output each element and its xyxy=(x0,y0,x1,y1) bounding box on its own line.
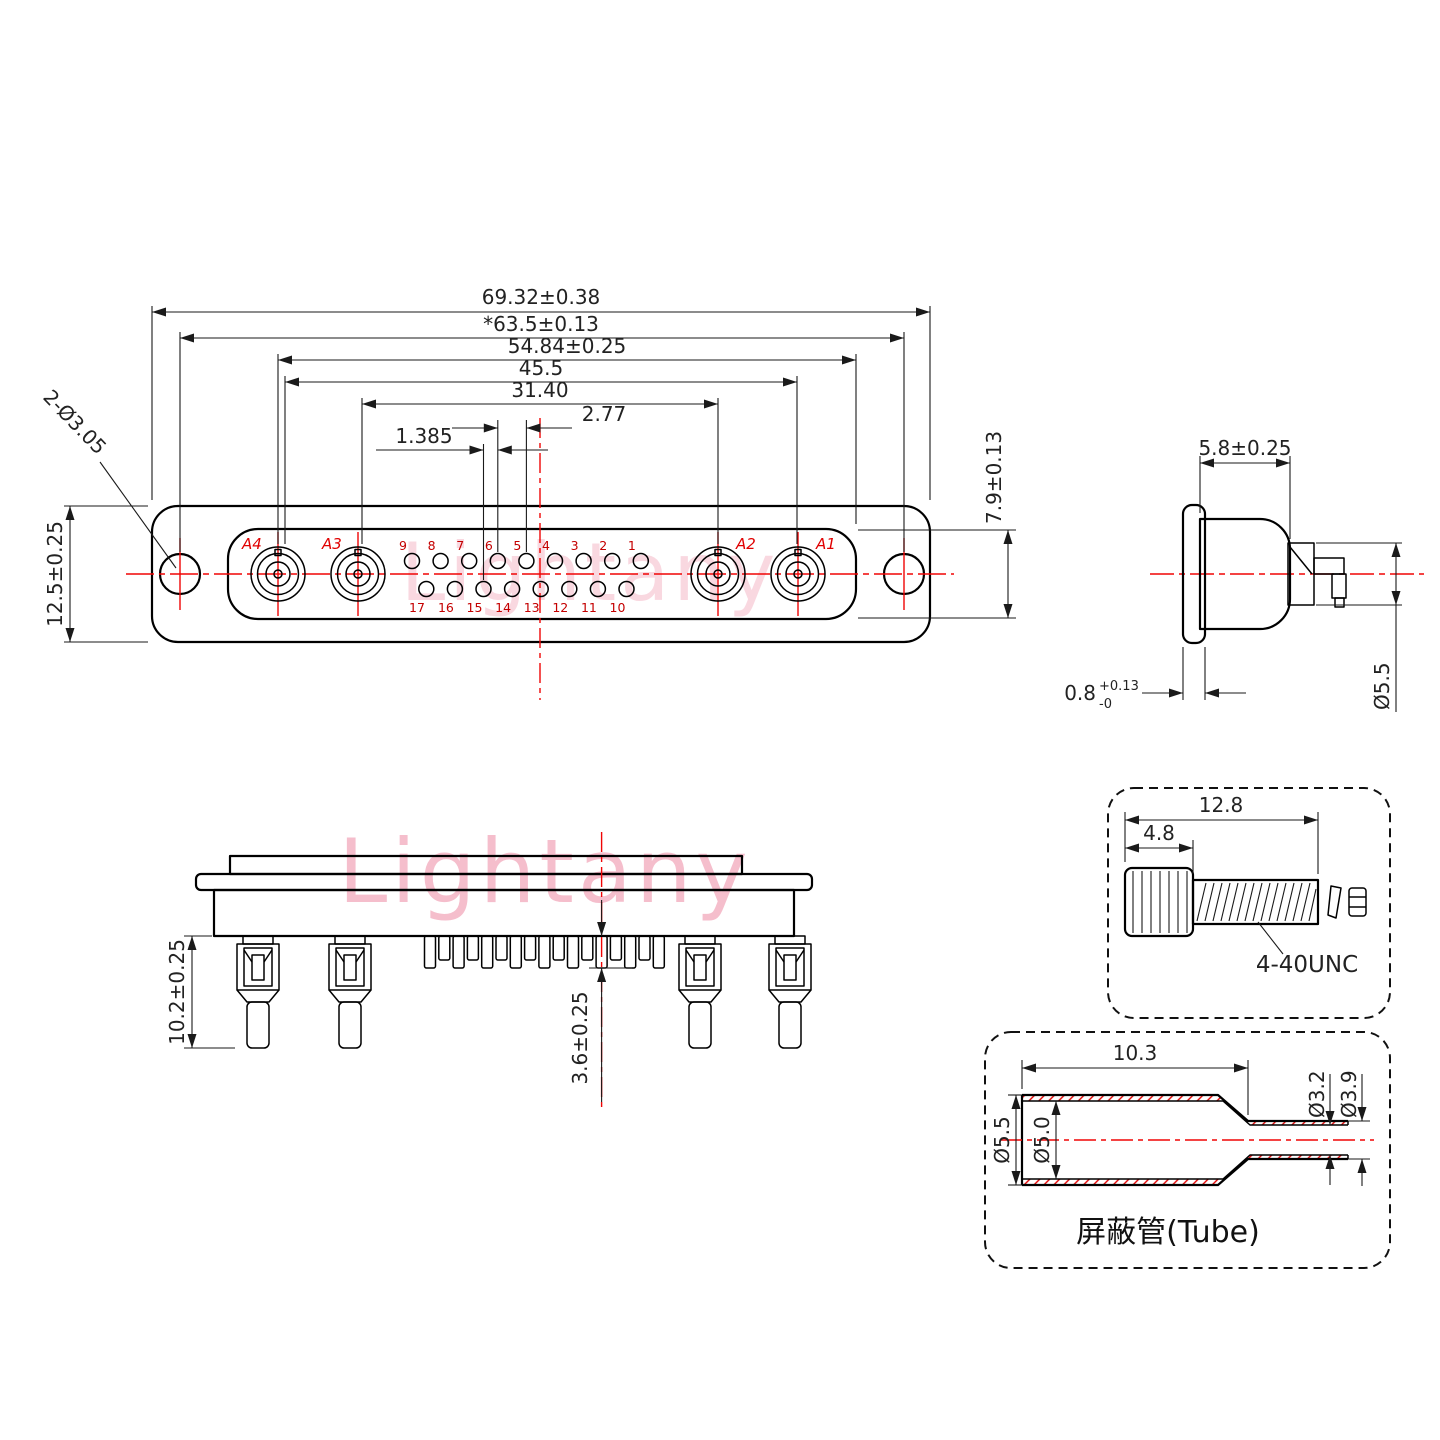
dim-body-depth: 5.8±0.25 xyxy=(1198,436,1291,460)
pin-label-15: 15 xyxy=(467,600,483,615)
coax-contact-a2 xyxy=(690,546,746,602)
solder-cup xyxy=(768,935,812,1049)
pin-label-5: 5 xyxy=(513,538,521,553)
front-extension-lines xyxy=(64,306,1016,643)
pin-label-4: 4 xyxy=(542,538,550,553)
pin-label-17: 17 xyxy=(409,600,425,615)
dim-screw-head: 4.8 xyxy=(1143,821,1175,845)
pin-label-12: 12 xyxy=(552,600,568,615)
pin-label-14: 14 xyxy=(495,600,511,615)
side-view: 5.8±0.25 Ø5.5 0.8 +0.13 -0 xyxy=(1064,436,1424,712)
coax-contact-a1 xyxy=(770,546,826,602)
pin-row-top: 9 8 7 6 5 4 3 2 1 xyxy=(399,538,650,570)
dim-flange-thickness: 0.8 xyxy=(1064,681,1096,705)
coax-label-a4: A4 xyxy=(241,535,262,553)
dim-pin-field: 31.40 xyxy=(511,378,568,402)
solder-cup xyxy=(678,935,722,1049)
pin-label-1: 1 xyxy=(628,538,636,553)
screw-detail-box: 12.8 4.8 4-40UNC xyxy=(1107,787,1391,1019)
coax-contact-a3 xyxy=(330,546,386,602)
solder-cup xyxy=(328,935,372,1049)
dim-shell-height: 7.9±0.13 xyxy=(982,431,1006,524)
tube-box-border xyxy=(984,1031,1391,1269)
dim-tube-length: 10.3 xyxy=(1113,1041,1158,1065)
coax-contact-a4 xyxy=(250,546,306,602)
solder-cup xyxy=(236,935,280,1049)
pin-label-3: 3 xyxy=(571,538,579,553)
coax-label-a3: A3 xyxy=(321,535,342,553)
dim-screw-total: 12.8 xyxy=(1199,793,1244,817)
screw-dimensions: 12.8 4.8 4-40UNC xyxy=(1124,793,1358,978)
dim-total-width: 69.32±0.38 xyxy=(482,285,601,309)
pin-tails xyxy=(423,935,666,969)
tube-label: 屏蔽管(Tube) xyxy=(1076,1215,1260,1250)
rear-view: 10.2±0.25 3.6±0.25 xyxy=(165,832,814,1112)
dim-small-inner: Ø3.2 xyxy=(1305,1070,1329,1118)
pin-label-2: 2 xyxy=(599,538,607,553)
side-flange xyxy=(1181,503,1207,645)
side-dimensions: 5.8±0.25 Ø5.5 0.8 +0.13 -0 xyxy=(1064,436,1401,712)
screw-tip-barrel xyxy=(1348,887,1367,917)
pin-label-11: 11 xyxy=(581,600,597,615)
dim-pitch: 2.77 xyxy=(582,402,627,426)
dim-flange-thickness-upper: +0.13 xyxy=(1099,679,1139,694)
screw-head xyxy=(1123,866,1195,938)
solder-cups xyxy=(236,935,812,1049)
hole-callout: 2-Ø3.05 xyxy=(38,385,111,459)
watermark-top: Lightany xyxy=(401,526,780,619)
pin-label-10: 10 xyxy=(610,600,626,615)
coax-label-a2: A2 xyxy=(735,535,756,553)
screw-tip-wedge xyxy=(1327,885,1342,919)
dim-small-outer: Ø3.9 xyxy=(1337,1070,1361,1118)
front-view: A4 A3 A2 A1 9 8 7 6 5 4 3 2 1 17 16 15 1… xyxy=(38,285,1016,700)
dim-height: 12.5±0.25 xyxy=(43,521,67,627)
dim-coax-span: 54.84±0.25 xyxy=(508,334,627,358)
dim-tube-outer: Ø5.5 xyxy=(990,1116,1014,1164)
side-body-edge xyxy=(1289,546,1313,575)
watermark-bottom: Lightany xyxy=(338,820,751,923)
dim-inner-span: 45.5 xyxy=(519,356,564,380)
screw-box-border xyxy=(1107,787,1391,1019)
dim-mount-holes: *63.5±0.13 xyxy=(483,312,599,336)
screw-shaft xyxy=(1191,878,1320,926)
rear-dimensions: 10.2±0.25 3.6±0.25 xyxy=(165,900,632,1102)
thread-label: 4-40UNC xyxy=(1256,952,1358,978)
side-body xyxy=(1198,517,1292,631)
dim-barrel-dia: Ø5.5 xyxy=(1370,662,1394,710)
pin-label-13: 13 xyxy=(524,600,540,615)
pin-label-6: 6 xyxy=(485,538,493,553)
dim-stagger: 1.385 xyxy=(395,424,452,448)
dim-tube-inner: Ø5.0 xyxy=(1030,1116,1054,1164)
pin-label-9: 9 xyxy=(399,538,407,553)
pin-label-16: 16 xyxy=(438,600,454,615)
pin-label-8: 8 xyxy=(428,538,436,553)
dim-pin-tail: 3.6±0.25 xyxy=(568,991,592,1084)
pin-row-bottom: 17 16 15 14 13 12 11 10 xyxy=(409,580,635,615)
tube-detail-box: 10.3 Ø5.5 Ø5.0 Ø3.2 Ø3.9 屏蔽管(Tube) xyxy=(984,1031,1391,1269)
pin-label-7: 7 xyxy=(456,538,464,553)
coax-label-a1: A1 xyxy=(815,535,836,553)
shield-tube xyxy=(1020,1093,1349,1187)
dim-flange-thickness-lower: -0 xyxy=(1099,697,1112,712)
tube-dimensions: 10.3 Ø5.5 Ø5.0 Ø3.2 Ø3.9 xyxy=(990,1041,1370,1186)
dim-cup-length: 10.2±0.25 xyxy=(165,939,189,1045)
side-contact-pin xyxy=(1313,557,1347,608)
